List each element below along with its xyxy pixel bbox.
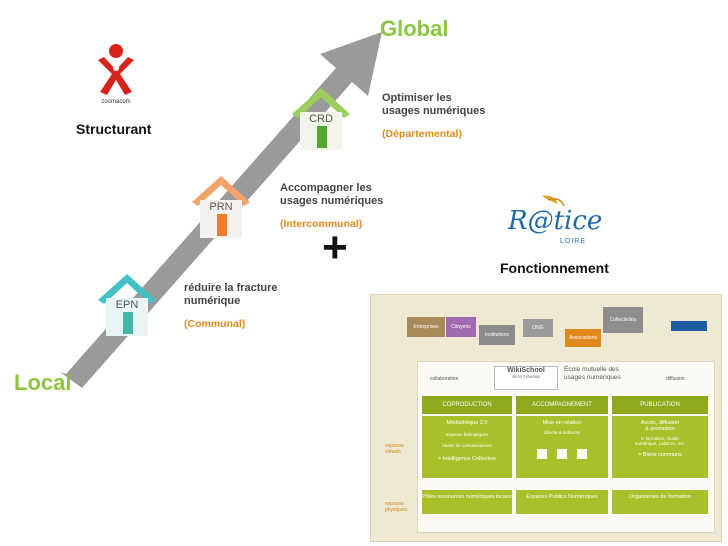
fonctionnement-label: Fonctionnement: [500, 260, 609, 276]
collaboration-label: collaboration: [430, 376, 459, 382]
crd-scope: (Départemental): [382, 128, 462, 140]
ratice-logo-sub: LOIRE: [560, 238, 587, 245]
wikischool-title: WikiSchool: [507, 367, 545, 374]
ecole-title: École mutuelle des usages numériques: [564, 366, 621, 382]
zoomacom-text: zoomacom: [101, 99, 130, 104]
publication-line3: E-formation, Guide numérique, Labtices, …: [634, 436, 686, 446]
epn-title-2: numérique: [184, 295, 241, 307]
ratice-logo: R@tice LOIRE: [508, 194, 602, 250]
crd-house-icon: CRD: [292, 88, 350, 150]
step-epn-text: réduire la fracture numérique (Communal): [184, 282, 278, 330]
tag-entreprises: Entreprises: [407, 317, 445, 337]
coproduction-line4: = Intelligence Collective: [438, 456, 496, 462]
publication-head: PUBLICATION: [612, 396, 708, 414]
bottom-cell-3: Organismes de formation: [612, 490, 708, 514]
prn-house-icon: PRN: [192, 176, 250, 238]
coproduction-head: COPRODUCTION: [422, 396, 512, 414]
bottom-cell-2: Espaces Publics Numériques: [516, 490, 608, 514]
tag-citoyens: Citoyens: [446, 317, 476, 337]
local-label: Local: [14, 370, 72, 395]
row-label-virtuels: espaces virtuels: [385, 443, 404, 455]
global-label: Global: [380, 16, 449, 41]
prn-title-1: Accompagner les: [280, 182, 372, 194]
plus-sign: +: [322, 223, 348, 272]
wikischool-badge: WikiSchool de la cyberlab: [494, 366, 558, 390]
tag-ong: ONG: [523, 319, 553, 337]
prn-label: PRN: [209, 201, 232, 213]
zoomacom-logo: zoomacom: [98, 44, 134, 104]
epn-house-icon: EPN: [98, 274, 156, 336]
accompagnement-line2: directe & indirecte: [543, 430, 581, 435]
blue-corner-tag: [671, 321, 707, 331]
prn-scope: (Intercommunal): [280, 218, 363, 230]
publication-line1: Accès, diffusion: [640, 420, 680, 426]
epn-title-1: réduire la fracture: [184, 282, 278, 294]
structurant-label: Structurant: [76, 121, 152, 137]
tag-institutions: Institutions: [479, 325, 515, 345]
accompagnement-icons: [516, 449, 608, 459]
publication-line4: = Biens communs: [638, 452, 682, 458]
tag-associations: Associations: [565, 329, 601, 347]
diffusion-label: diffusion: [666, 376, 685, 382]
crd-title-1: Optimiser les: [382, 92, 452, 104]
tag-collectivites: Collectivités: [603, 307, 643, 333]
step-prn-text: Accompagner les usages numériques (Inter…: [280, 182, 383, 230]
ecole-title-2: usages numériques: [564, 374, 621, 381]
accompagnement-head: ACCOMPAGNEMENT: [516, 396, 608, 414]
coproduction-line2: espaces thématiques: [445, 432, 489, 437]
step-crd-text: Optimiser les usages numériques (Départe…: [382, 92, 485, 140]
coproduction-line1: Médiathèque 2.0: [446, 420, 488, 426]
prn-title-2: usages numériques: [280, 195, 384, 207]
accompagnement-line1: Mise en relation: [542, 420, 582, 426]
coproduction-body: Médiathèque 2.0 espaces thématiques base…: [422, 416, 512, 478]
row-label-physiques: espaces physiques: [385, 501, 408, 513]
publication-body: Accès, diffusion & promotion E-formation…: [612, 416, 708, 478]
wikischool-sub: de la cyberlab: [511, 374, 541, 379]
accompagnement-body: Mise en relation directe & indirecte: [516, 416, 608, 478]
ratice-logo-text: R@tice: [508, 206, 603, 236]
epn-label: EPN: [116, 299, 139, 311]
wikischool-diagram: Entreprises Citoyens Institutions ONG As…: [370, 294, 722, 542]
crd-label: CRD: [309, 113, 333, 125]
ecole-title-1: École mutuelle des: [564, 366, 619, 373]
coproduction-line3: bases de connaissances: [442, 443, 492, 448]
publication-line2: & promotion: [645, 426, 675, 432]
epn-scope: (Communal): [184, 318, 246, 330]
bottom-cell-1: Pôles ressources numériques locaux: [422, 490, 512, 514]
ecole-board: collaboration diffusion WikiSchool de la…: [417, 361, 715, 533]
crd-title-2: usages numériques: [382, 105, 486, 117]
